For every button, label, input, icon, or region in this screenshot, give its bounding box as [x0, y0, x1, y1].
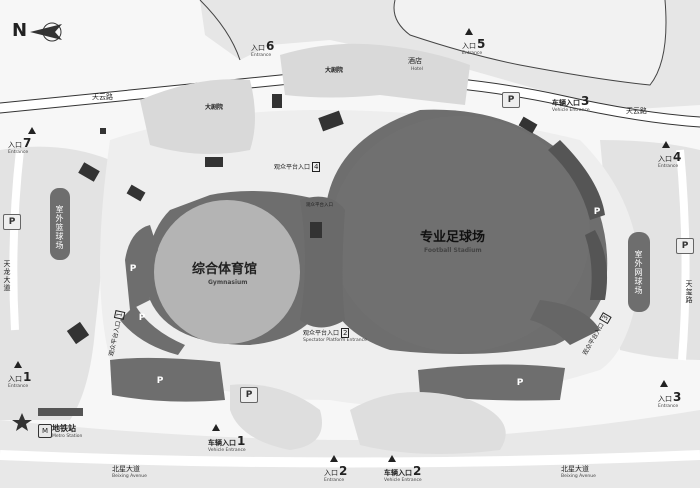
road-tianyun-left: 天云路	[92, 93, 113, 101]
platform-entrance-2[interactable]: 观众平台入口 2	[303, 328, 350, 338]
parking-p-3[interactable]: P	[516, 378, 524, 388]
gym-sw-stand	[120, 305, 185, 355]
parking-p-8[interactable]: P	[3, 214, 21, 230]
hotel-bg	[380, 45, 470, 105]
road-west-curve	[199, 0, 241, 61]
entrance-7[interactable]: 入口7	[8, 136, 32, 150]
metro-star	[12, 413, 32, 431]
hotel-en: Hotel	[411, 67, 423, 72]
parking-p2-block	[418, 364, 565, 401]
road-beixing-left-en: Beixing Avenue	[112, 474, 147, 479]
entrance-4[interactable]: 入口4	[658, 150, 682, 164]
entrance-3-arrow	[660, 380, 668, 387]
entrance-5-en: Entrance	[462, 51, 483, 56]
compass-circle	[42, 22, 62, 42]
parking-p1-block	[110, 357, 225, 402]
metro-en: Metro Station	[52, 434, 83, 439]
metro-icon: M	[38, 424, 52, 438]
entrance-2[interactable]: 入口2	[324, 464, 348, 478]
south-blob-right	[350, 392, 506, 454]
entrance-6[interactable]: 入口6	[251, 39, 275, 53]
parking-p-4[interactable]: P	[129, 264, 137, 274]
theater-a-bg	[140, 79, 255, 154]
west-road	[9, 149, 24, 331]
stadium-label: 专业足球场	[420, 230, 486, 245]
road-tianxi: 天玺路	[685, 280, 693, 304]
south-land	[0, 410, 700, 488]
entrance-3[interactable]: 入口3	[658, 390, 682, 404]
stadium-se-stand	[530, 300, 600, 345]
gym-west-stand	[125, 225, 158, 310]
stadium-field	[330, 116, 590, 352]
south-road	[0, 450, 700, 468]
vehicle-entrance-3[interactable]: 车辆入口3	[552, 94, 590, 108]
parking-p-6[interactable]: P	[593, 207, 601, 217]
entrance-1[interactable]: 入口1	[8, 370, 32, 384]
tennis-label: 室外网球场	[634, 250, 643, 295]
parking-p-9[interactable]: P	[676, 238, 694, 254]
platform-entrance-3[interactable]: 观众平台入口 3	[580, 311, 612, 357]
entrance-4-arrow	[662, 141, 670, 148]
vehicle-entrance-1-arrow	[212, 424, 220, 431]
stadium-east-stand2	[585, 230, 608, 300]
road-tianlong: 天龙大道	[3, 260, 11, 292]
gymnasium-label: 综合体育馆	[192, 262, 258, 277]
metro-label[interactable]: 地铁站	[52, 424, 76, 433]
entrance-3-en: Entrance	[658, 404, 679, 409]
parking-p-5[interactable]: P	[138, 313, 146, 323]
vehicle-entrance-2-arrow	[388, 455, 396, 462]
hotel-label: 酒店	[408, 57, 422, 65]
vehicle-entrance-3-en: Vehicle Entrance	[552, 108, 590, 113]
entrance-1-arrow	[14, 361, 22, 368]
parking-p-7[interactable]: P	[502, 92, 520, 108]
basketball-label: 室外篮球场	[55, 205, 64, 250]
vehicle-entrance-2[interactable]: 车辆入口2	[384, 464, 422, 478]
entrance-5[interactable]: 入口5	[462, 37, 486, 51]
platform-entrance-1[interactable]: 观众平台入口 1	[106, 309, 126, 357]
entrance-7-arrow	[28, 127, 36, 134]
vehicle-entrance-1-en: Vehicle Entrance	[208, 448, 246, 453]
gymnasium-en: Gymnasium	[208, 279, 248, 286]
platform-entrance-4[interactable]: 观众平台入口 4	[274, 162, 321, 172]
stadium-en: Football Stadium	[424, 247, 482, 254]
theater-b-label: 大剧院	[325, 67, 344, 74]
entrance-2-en: Entrance	[324, 478, 345, 483]
parking-p-1[interactable]: P	[240, 387, 258, 403]
road-tianyun-right: 天云路	[626, 107, 647, 115]
entrance-5-arrow	[465, 28, 473, 35]
entrance-2-arrow	[330, 455, 338, 462]
vehicle-entrance-1[interactable]: 车辆入口1	[208, 434, 246, 448]
gym-core	[154, 200, 300, 344]
road-beixing-right: 北星大道	[561, 465, 589, 473]
platform-entrance-2-en: Spectator Platform Entrance	[303, 338, 367, 343]
west-land	[0, 146, 110, 420]
metro-building	[38, 408, 83, 416]
theater-b-bg	[280, 43, 380, 98]
stadium-entrance-small: 观众平台入口	[306, 203, 333, 208]
road-beixing-left: 北星大道	[112, 465, 140, 473]
parking-p-2[interactable]: P	[156, 376, 164, 386]
east-road	[676, 149, 690, 361]
basketball-court	[50, 188, 70, 260]
entrance-7-en: Entrance	[8, 150, 29, 155]
stadium-east-stand	[548, 140, 605, 220]
theater-a-label: 大剧院	[205, 104, 224, 111]
vehicle-entrance-2-en: Vehicle Entrance	[384, 478, 422, 483]
road-beixing-right-en: Beixing Avenue	[561, 474, 596, 479]
small-buildings	[66, 94, 538, 345]
entrance-6-en: Entrance	[251, 53, 272, 58]
compass-label: N	[12, 20, 28, 41]
entrance-1-en: Entrance	[8, 384, 29, 389]
road-north-right-curve	[393, 0, 667, 86]
compass-arrow	[30, 24, 62, 40]
tennis-court	[628, 232, 650, 312]
entrance-4-en: Entrance	[658, 164, 679, 169]
